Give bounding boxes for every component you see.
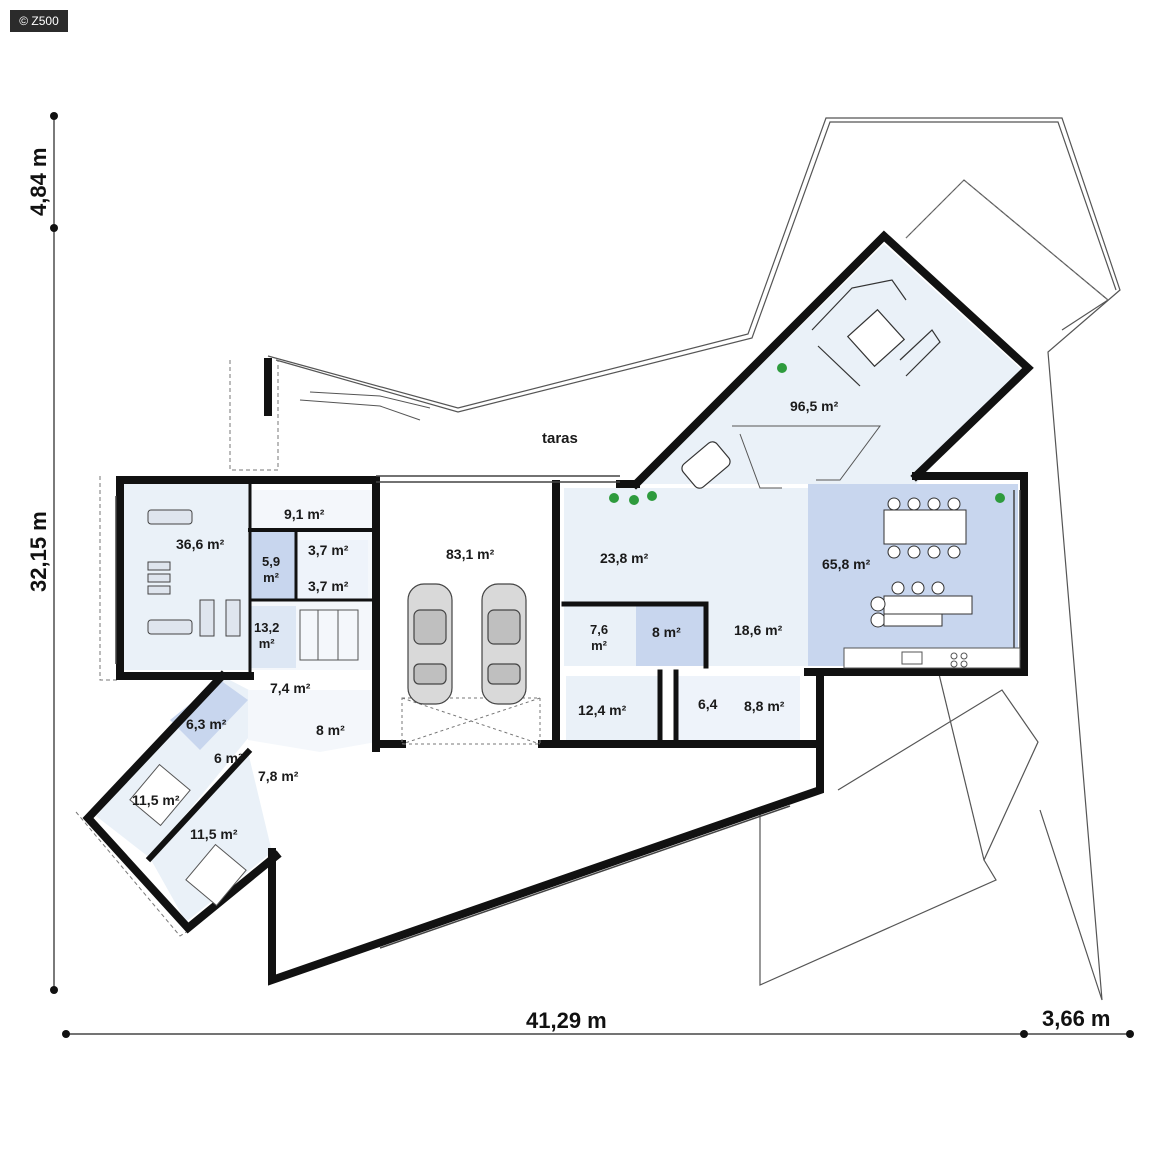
car-icon xyxy=(407,583,453,705)
brand-logo: © Z500 xyxy=(10,10,68,32)
walls xyxy=(82,230,1034,986)
room-88-area: 8,8 m² xyxy=(744,698,785,714)
room-bath-78-area: 7,8 m² xyxy=(258,768,299,784)
dashed-outlines xyxy=(75,179,1109,937)
glazing xyxy=(115,475,1021,949)
dimension-width-extra: 3,66 m xyxy=(1042,1006,1111,1031)
terrace-label: taras xyxy=(542,430,578,447)
dimension-height-extra: 4,84 m xyxy=(26,147,51,217)
room-132-value: 13,2 xyxy=(254,620,280,635)
room-59-unit: m² xyxy=(263,570,279,585)
room-gym-area: 36,6 m² xyxy=(176,536,225,552)
dining-table-icon xyxy=(870,497,973,628)
bed-icon xyxy=(129,763,247,907)
room-closet-top-area: 9,1 m² xyxy=(284,506,325,522)
room-living-area: 96,5 m² xyxy=(790,398,839,414)
bathtub-icon xyxy=(681,441,731,489)
kitchen-counter xyxy=(843,647,1021,669)
room-bedroom-a-area: 11,5 m² xyxy=(132,792,180,808)
room-bedroom-b-area: 11,5 m² xyxy=(190,826,238,842)
dimension-ticks xyxy=(50,112,1134,1038)
car-icon xyxy=(481,583,527,705)
room-132-area: 13,2 m² xyxy=(254,620,279,652)
room-dining-kitchen-area: 65,8 m² xyxy=(822,556,871,572)
room-59-area: 5,9 m² xyxy=(262,554,280,586)
room-132-unit: m² xyxy=(258,636,275,651)
treadmill-icon xyxy=(147,509,241,637)
room-corridor-74-area: 7,4 m² xyxy=(270,680,311,696)
plant-icon xyxy=(609,363,1005,505)
room-wardrobe-76-area: 7,6 m² xyxy=(590,622,608,654)
room-office-124-area: 12,4 m² xyxy=(578,702,627,718)
dimension-height-total: 32,15 m xyxy=(26,511,51,592)
terrace-outline xyxy=(267,117,1121,1001)
room-8-left-area: 8 m² xyxy=(316,722,345,738)
stairs-icon xyxy=(299,391,881,661)
room-hall-entry-area: 23,8 m² xyxy=(600,550,649,566)
room-garage-area: 83,1 m² xyxy=(446,546,495,562)
room-laundry-63-area: 6,3 m² xyxy=(186,716,227,732)
room-59-value: 5,9 xyxy=(262,554,281,569)
dimension-width-total: 41,29 m xyxy=(526,1008,607,1033)
dimension-lines xyxy=(53,116,1130,1035)
room-hall-186-area: 18,6 m² xyxy=(734,622,783,638)
room-bath-8-area: 8 m² xyxy=(652,624,681,640)
room-closet-64-area: 6,4 xyxy=(698,696,718,712)
room-wc-a-area: 3,7 m² xyxy=(308,542,349,558)
sofa-icon xyxy=(811,279,941,387)
room-wardrobe-76-unit: m² xyxy=(591,638,607,653)
garage-door xyxy=(401,697,541,745)
room-wc-b-area: 3,7 m² xyxy=(308,578,349,594)
room-hall-6-area: 6 m² xyxy=(214,750,243,766)
room-wardrobe-76-value: 7,6 xyxy=(590,622,609,637)
